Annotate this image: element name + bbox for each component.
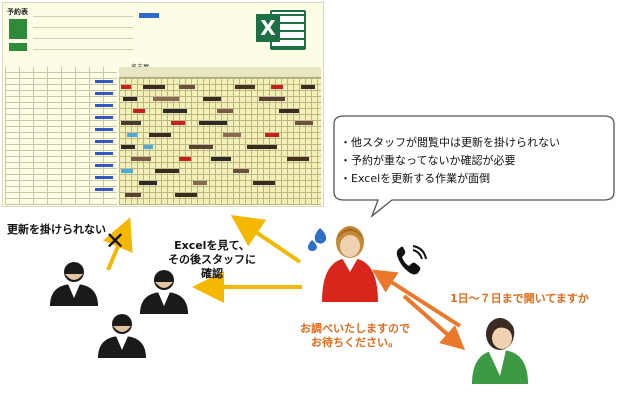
excel-icon: X (256, 8, 306, 50)
spreadsheet-link (95, 164, 113, 167)
booking-block (253, 181, 275, 185)
booking-block (271, 85, 283, 89)
arrow-operator-to-customer (402, 294, 465, 350)
booking-block (131, 157, 151, 161)
speech-bubble-text: ・他スタッフが閲覧中は更新を掛けられない ・予約が重なってないか確認が必要 ・E… (340, 134, 610, 188)
booking-block (155, 169, 179, 173)
customer-question-label: 1日～７日まで開いてますか (450, 292, 589, 305)
phone-icon (396, 245, 427, 275)
spreadsheet-link (95, 92, 113, 95)
spreadsheet-title: 予約表 (7, 8, 28, 16)
spreadsheet-green-button (9, 43, 27, 51)
spreadsheet-calendar-header (119, 67, 321, 78)
staff-person-icon (140, 270, 188, 314)
booking-block (259, 97, 285, 101)
check-excel-line: 確認 (201, 267, 223, 280)
arrow-blocked (103, 217, 133, 271)
reply-line: お調べいたしますので (300, 322, 410, 335)
booking-block (149, 133, 171, 137)
spreadsheet-link (95, 176, 113, 179)
spreadsheet-link (95, 116, 113, 119)
booking-block (235, 85, 255, 89)
booking-block (301, 85, 315, 89)
operator-person-icon (322, 226, 378, 302)
booking-block (143, 85, 165, 89)
booking-block (121, 121, 141, 125)
spreadsheet-link (95, 140, 113, 143)
check-excel-line: その後スタッフに (168, 253, 256, 266)
customer-person-icon (472, 318, 528, 384)
spreadsheet-list-grid (5, 67, 117, 205)
bubble-line: ・予約が重なってないか確認が必要 (340, 154, 516, 167)
booking-block (171, 121, 185, 125)
booking-block (163, 109, 187, 113)
booking-block (265, 133, 279, 137)
spreadsheet-link (95, 128, 113, 131)
spreadsheet-link (95, 80, 113, 83)
booking-block (179, 85, 195, 89)
spreadsheet-green-button (9, 19, 27, 39)
cannot-update-label: 更新を掛けられない (7, 223, 106, 236)
booking-block (247, 145, 277, 149)
booking-block (133, 109, 145, 113)
spreadsheet-blue-button (139, 13, 159, 18)
booking-block (295, 121, 313, 125)
booking-block (179, 157, 191, 161)
booking-block (217, 109, 233, 113)
speech-bubble (333, 115, 615, 218)
reply-line: お待ちください。 (311, 336, 399, 349)
booking-block (287, 157, 309, 161)
booking-block (143, 145, 153, 149)
booking-block (193, 181, 207, 185)
booking-block (189, 145, 213, 149)
excel-letter: X (256, 14, 280, 42)
spreadsheet-form (33, 9, 133, 55)
operator-reply-label: お調べいたしますので お待ちください。 (300, 322, 410, 350)
booking-block (211, 157, 231, 161)
booking-block (139, 181, 157, 185)
booking-block (153, 97, 179, 101)
check-excel-label: Excelを見て、 その後スタッフに 確認 (168, 239, 256, 281)
booking-block (127, 133, 137, 137)
spreadsheet-link (95, 188, 113, 191)
arrow-to-spreadsheet (230, 215, 302, 264)
booking-block (121, 85, 131, 89)
staff-person-icon (50, 262, 98, 306)
booking-block (223, 133, 241, 137)
bubble-line: ・他スタッフが閲覧中は更新を掛けられない (340, 136, 560, 149)
booking-block (203, 97, 221, 101)
sweat-drop-icon (314, 228, 327, 244)
booking-block (279, 109, 299, 113)
booking-block (123, 97, 137, 101)
sweat-drop-icon (308, 240, 317, 252)
cross-mark-icon: ✕ (105, 227, 126, 255)
staff-person-icon (98, 314, 146, 358)
check-excel-line: Excelを見て、 (174, 239, 250, 252)
booking-block (199, 121, 227, 125)
booking-block (121, 145, 135, 149)
booking-block (233, 169, 249, 173)
bubble-line: ・Excelを更新する作業が面倒 (340, 172, 491, 185)
booking-block (175, 193, 197, 197)
spreadsheet-link (95, 104, 113, 107)
booking-block (125, 193, 141, 197)
arrow-customer-to-operator (371, 269, 462, 328)
spreadsheet-link (95, 152, 113, 155)
booking-block (121, 169, 133, 173)
